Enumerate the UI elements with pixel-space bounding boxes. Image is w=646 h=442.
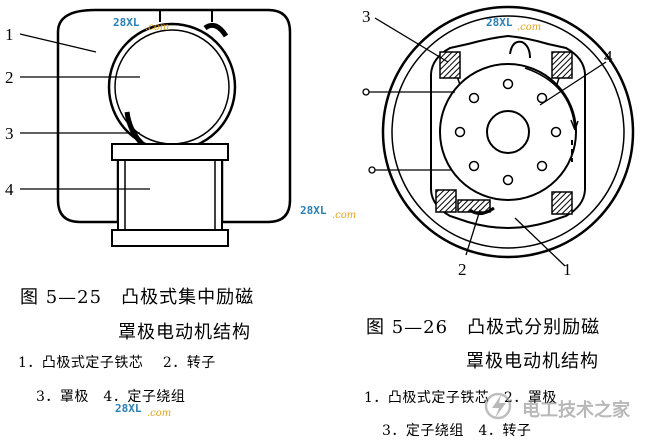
watermark-suffix-right: .com	[517, 22, 541, 33]
left-caption-line1: 图 5—25 凸极式集中励磁	[20, 287, 255, 308]
right-terminal-bottom	[368, 166, 376, 174]
watermark-suffix-left: .com	[145, 22, 169, 33]
watermark-suffix-mid: .com	[332, 210, 356, 221]
left-legend-line1: 1．凸极式定子铁芯 2．转子	[18, 355, 216, 371]
left-label-3: 3	[5, 124, 14, 143]
left-legend-line2: 3．罩极 4．定子绕组	[36, 389, 186, 405]
site-logo-text: 电工技术之家	[522, 400, 630, 421]
left-label-1: 1	[5, 25, 14, 44]
site-logo-watermark: 电工技术之家	[484, 392, 634, 422]
right-caption-line1: 图 5—26 凸极式分别励磁	[366, 317, 601, 338]
right-winding-top-right	[551, 51, 573, 79]
right-winding-top-left	[439, 51, 461, 79]
right-shading-pole-top	[509, 40, 531, 59]
left-caption-line2: 罩极电动机结构	[118, 322, 251, 343]
watermark-text-left: 28XL	[113, 16, 140, 29]
left-figure: 1 2 3 4 28XL .com	[5, 8, 292, 247]
left-stator-winding	[111, 143, 229, 247]
left-label-2: 2	[5, 68, 14, 87]
right-label-2: 2	[458, 260, 467, 279]
watermark-text-right: 28XL	[486, 16, 513, 29]
left-shading-pole-top	[203, 22, 229, 38]
right-rotor-holes	[454, 78, 562, 186]
lightning-logo-icon	[484, 392, 512, 420]
right-legend-line2: 3．定子绕组 4．转子	[382, 423, 532, 439]
right-label-1: 1	[563, 260, 572, 279]
watermark-text-mid: 28XL	[300, 204, 327, 217]
right-label-4: 4	[604, 47, 613, 66]
right-shading-pole-bottom	[469, 206, 495, 215]
left-label-4: 4	[5, 180, 14, 199]
left-rotor	[107, 22, 237, 152]
right-label-3: 3	[362, 7, 371, 26]
watermark-suffix-bottom: .com	[147, 408, 171, 419]
watermark-text-bottom: 28XL	[115, 402, 142, 415]
right-winding-bottom-right	[551, 191, 573, 215]
right-figure: 3 4 2 1 28XL .com 28XL .com 28XL .com	[115, 5, 635, 419]
right-winding-bottom-left	[435, 189, 457, 213]
right-caption-line2: 罩极电动机结构	[466, 351, 599, 372]
right-terminal-top	[362, 88, 370, 96]
